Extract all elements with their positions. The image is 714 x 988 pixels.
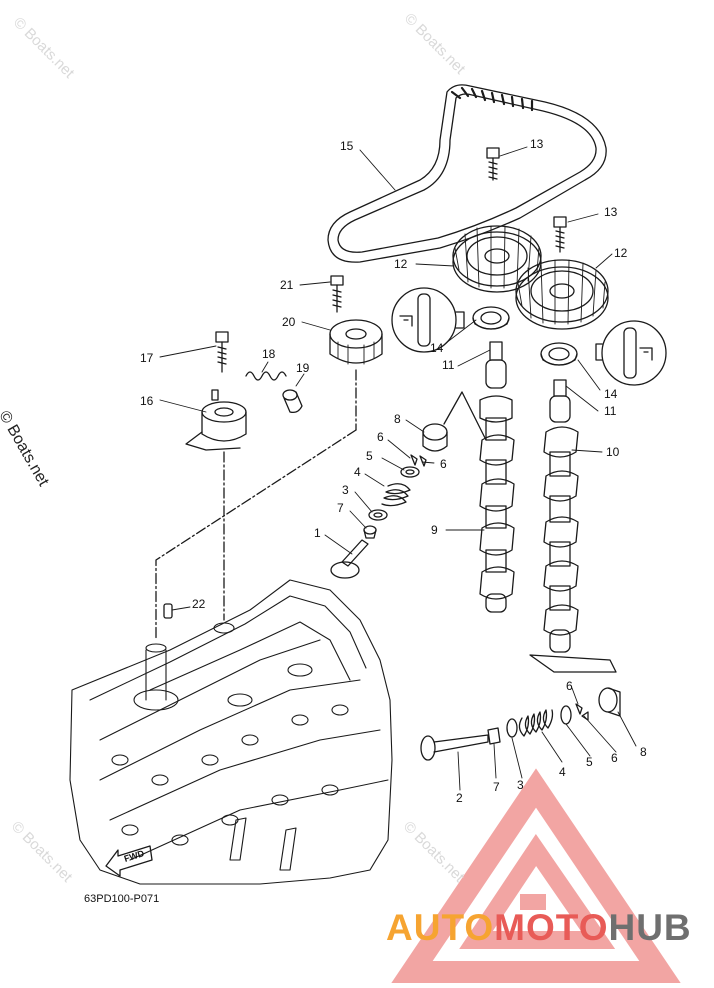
keeper-6b — [575, 703, 589, 721]
callout-13-right: 13 — [604, 205, 618, 219]
valve-seal-7b — [487, 727, 501, 745]
callout-19: 19 — [296, 361, 310, 375]
bolt-17 — [215, 331, 229, 373]
camshaft-9 — [479, 341, 515, 613]
seat-3b — [506, 718, 518, 738]
spring-4 — [381, 483, 411, 507]
callout-8-upper: 8 — [394, 412, 401, 426]
callout-8-lower: 8 — [640, 745, 647, 759]
seal-detail-left — [391, 287, 465, 353]
callout-4-lower: 4 — [559, 765, 566, 779]
valve-seal-7 — [363, 525, 377, 539]
callout-14-right: 14 — [604, 387, 618, 401]
bolt-13b — [553, 216, 567, 253]
callout-1: 1 — [314, 526, 321, 540]
callout-7-upper: 7 — [337, 501, 344, 515]
bolt-13a — [486, 147, 500, 181]
seat-3 — [368, 509, 388, 521]
spring-18 — [245, 371, 287, 381]
valve-2 — [420, 734, 489, 761]
lifter-8 — [422, 423, 448, 452]
callout-21: 21 — [280, 278, 294, 292]
autmotohub-logo-emblem — [391, 768, 681, 983]
callout-9: 9 — [431, 523, 438, 537]
bolt-21 — [330, 275, 344, 313]
brand-auto: AUTO — [386, 907, 495, 948]
lifter-8b — [598, 687, 621, 717]
callout-15: 15 — [340, 139, 354, 153]
fwd-arrow-shape — [105, 845, 153, 877]
spring-4b — [518, 709, 554, 737]
callout-4-upper: 4 — [354, 465, 361, 479]
callout-6-upper-right: 6 — [440, 457, 447, 471]
oil-seal-14b — [540, 342, 578, 366]
tensioner-16 — [185, 389, 247, 451]
callout-11-left: 11 — [442, 358, 455, 372]
callout-6-upper-left: 6 — [377, 430, 384, 444]
valve-1 — [330, 539, 369, 579]
callout-5-lower: 5 — [586, 755, 593, 769]
retainer-5b — [560, 705, 572, 725]
callout-5-upper: 5 — [366, 449, 373, 463]
brand-hub: HUB — [608, 907, 692, 948]
callout-16: 16 — [140, 394, 154, 408]
camshaft-10 — [543, 379, 579, 653]
callout-6-lower-top: 6 — [566, 679, 573, 693]
oil-seal-14a — [472, 306, 510, 330]
callout-18: 18 — [262, 347, 276, 361]
keeper-6 — [410, 454, 427, 467]
callout-13-top: 13 — [530, 137, 544, 151]
callout-22: 22 — [192, 597, 206, 611]
callout-12-right: 12 — [614, 246, 628, 260]
callout-3-lower: 3 — [517, 778, 524, 792]
retainer-5 — [400, 466, 420, 478]
crank-pulley-20 — [329, 319, 383, 365]
callout-6-lower-right: 6 — [611, 751, 618, 765]
seal-detail-right — [595, 320, 667, 386]
callout-11-right: 11 — [604, 404, 617, 418]
diagram-code: 63PD100-P071 — [84, 893, 160, 905]
callout-17: 17 — [140, 351, 154, 365]
cylinder-head — [69, 579, 393, 885]
pin-22 — [163, 603, 173, 619]
callout-14-left: 14 — [430, 341, 444, 355]
callout-20: 20 — [282, 315, 296, 329]
callout-2: 2 — [456, 791, 463, 805]
callout-3-upper: 3 — [342, 483, 349, 497]
callout-10: 10 — [606, 445, 620, 459]
automotohub-wordmark: AUTOMOTOHUB — [386, 907, 692, 949]
cam-pulley-12a — [452, 225, 542, 293]
timing-belt — [327, 84, 607, 263]
brand-moto: MOTO — [494, 907, 609, 948]
callout-12-left: 12 — [394, 257, 408, 271]
cam-pulley-12b — [515, 259, 609, 330]
callout-7-lower: 7 — [493, 780, 500, 794]
pin-19 — [282, 389, 303, 414]
